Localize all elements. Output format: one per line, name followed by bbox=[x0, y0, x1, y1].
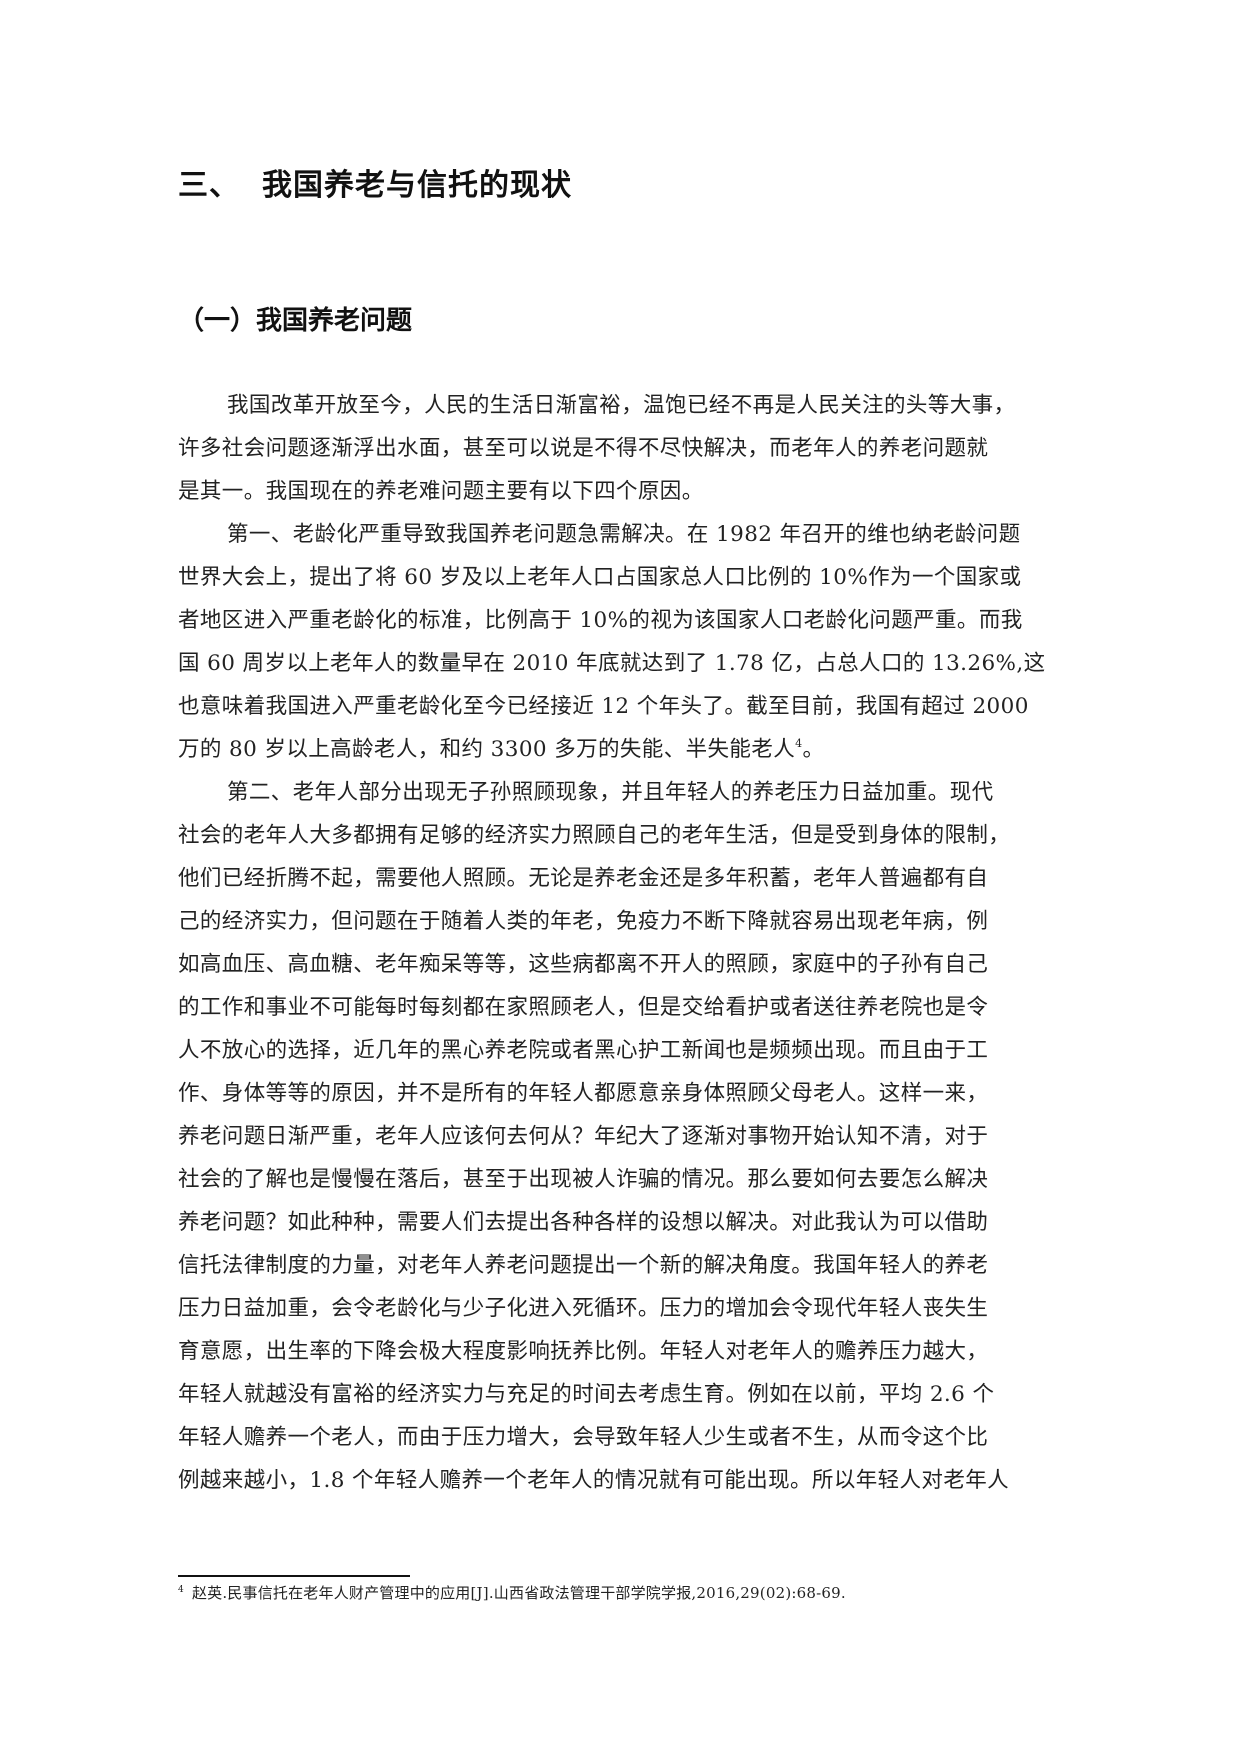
text-line: 许多社会问题逐渐浮出水面，甚至可以说是不得不尽快解决，而老年人的养老问题就 bbox=[178, 436, 989, 461]
text-line: 他们已经折腾不起，需要他人照顾。无论是养老金还是多年积蓄，老年人普遍都有自 bbox=[178, 866, 989, 891]
text-line: 的工作和事业不可能每时每刻都在家照顾老人，但是交给看护或者送往养老院也是令 bbox=[178, 995, 989, 1020]
text-line: 第一、老龄化严重导致我国养老问题急需解决。在 1982 年召开的维也纳老龄问题 bbox=[227, 522, 1021, 547]
text-line: 如高血压、高血糖、老年痴呆等等，这些病都离不开人的照顾，家庭中的子孙有自己 bbox=[178, 952, 989, 977]
text-line: 第二、老年人部分出现无子孙照顾现象，并且年轻人的养老压力日益加重。现代 bbox=[227, 780, 994, 805]
text-line: 育意愿，出生率的下降会极大程度影响抚养比例。年轻人对老年人的赡养压力越大， bbox=[178, 1339, 989, 1364]
text-line: 万的 80 岁以上高龄老人，和约 3300 多万的失能、半失能老人4。 bbox=[178, 728, 1103, 771]
text-line: 社会的老年人大多都拥有足够的经济实力照顾自己的老年生活，但是受到身体的限制， bbox=[178, 823, 1011, 848]
text-line: 年轻人赡养一个老人，而由于压力增大，会导致年轻人少生或者不生，从而令这个比 bbox=[178, 1425, 989, 1450]
text-line: 我国改革开放至今，人民的生活日渐富裕，温饱已经不再是人民关注的头等大事， bbox=[227, 393, 1016, 418]
body-text: 我国改革开放至今，人民的生活日渐富裕，温饱已经不再是人民关注的头等大事， 许多社… bbox=[178, 384, 1103, 1502]
text-line-content: 万的 80 岁以上高龄老人，和约 3300 多万的失能、半失能老人 bbox=[178, 737, 796, 762]
text-line: 年轻人就越没有富裕的经济实力与充足的时间去考虑生育。例如在以前，平均 2.6 个 bbox=[178, 1382, 995, 1407]
footnote: 4 赵英.民事信托在老年人财产管理中的应用[J].山西省政法管理干部学院学报,20… bbox=[178, 1582, 846, 1603]
footnote-reference[interactable]: 4 bbox=[795, 737, 803, 750]
subsection-heading: （一）我国养老问题 bbox=[178, 306, 413, 336]
text-line: 人不放心的选择，近几年的黑心养老院或者黑心护工新闻也是频频出现。而且由于工 bbox=[178, 1038, 989, 1063]
section-title: 我国养老与信托的现状 bbox=[262, 168, 572, 203]
text-line: 压力日益加重，会令老龄化与少子化进入死循环。压力的增加会令现代年轻人丧失生 bbox=[178, 1296, 989, 1321]
text-line: 者地区进入严重老龄化的标准，比例高于 10%的视为该国家人口老龄化问题严重。而我 bbox=[178, 608, 1023, 633]
text-line: 世界大会上，提出了将 60 岁及以上老年人口占国家总人口比例的 10%作为一个国… bbox=[178, 565, 1022, 590]
footnote-marker: 4 bbox=[178, 1585, 184, 1595]
section-heading: 三、我国养老与信托的现状 bbox=[178, 160, 572, 204]
text-line-tail: 。 bbox=[802, 737, 825, 762]
footnote-text: 赵英.民事信托在老年人财产管理中的应用[J].山西省政法管理干部学院学报,201… bbox=[191, 1584, 846, 1602]
text-line: 作、身体等等的原因，并不是所有的年轻人都愿意亲身体照顾父母老人。这样一来， bbox=[178, 1081, 989, 1106]
text-line: 己的经济实力，但问题在于随着人类的年老，免疫力不断下降就容易出现老年病，例 bbox=[178, 909, 989, 934]
text-line: 例越来越小，1.8 个年轻人赡养一个老年人的情况就有可能出现。所以年轻人对老年人 bbox=[178, 1468, 1010, 1493]
text-line: 国 60 周岁以上老年人的数量早在 2010 年底就达到了 1.78 亿，占总人… bbox=[178, 651, 1046, 676]
section-number: 三、 bbox=[178, 168, 240, 203]
text-line: 养老问题？如此种种，需要人们去提出各种各样的设想以解决。对此我认为可以借助 bbox=[178, 1210, 989, 1235]
text-line: 社会的了解也是慢慢在落后，甚至于出现被人诈骗的情况。那么要如何去要怎么解决 bbox=[178, 1167, 989, 1192]
text-line: 也意味着我国进入严重老龄化至今已经接近 12 个年头了。截至目前，我国有超过 2… bbox=[178, 694, 1029, 719]
text-line: 养老问题日渐严重，老年人应该何去何从？年纪大了逐渐对事物开始认知不清，对于 bbox=[178, 1124, 989, 1149]
text-line: 信托法律制度的力量，对老年人养老问题提出一个新的解决角度。我国年轻人的养老 bbox=[178, 1253, 989, 1278]
text-line: 是其一。我国现在的养老难问题主要有以下四个原因。 bbox=[178, 479, 704, 504]
footnote-separator bbox=[178, 1575, 410, 1577]
